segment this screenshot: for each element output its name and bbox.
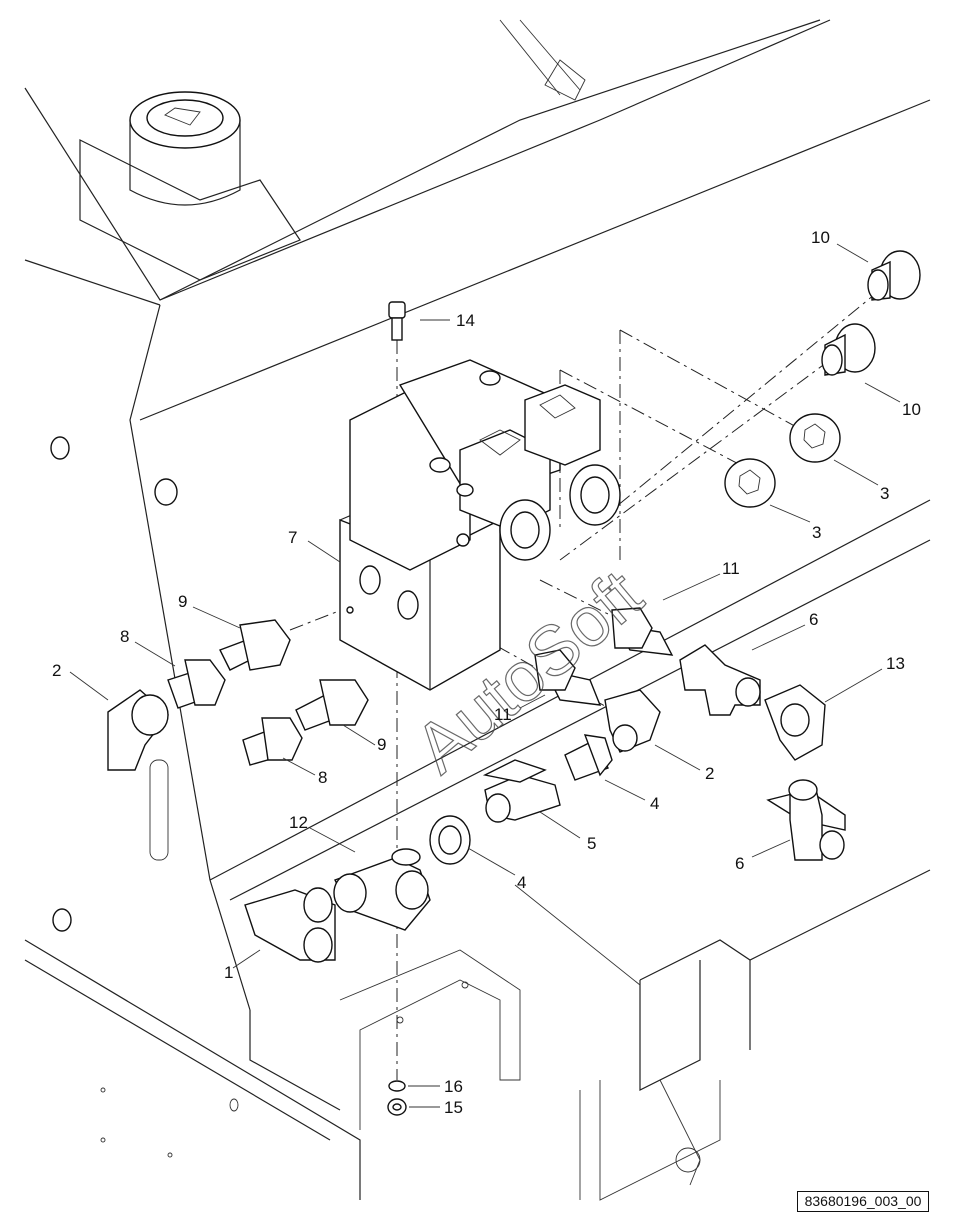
callout-7: 7 xyxy=(288,528,297,547)
callout-labels: 10 14 10 3 3 7 9 11 8 6 2 13 11 9 8 2 4 … xyxy=(52,228,921,1117)
elbow-2-right xyxy=(604,689,661,753)
callout-3: 3 xyxy=(812,523,821,542)
callout-16: 16 xyxy=(444,1077,463,1096)
elbow-2-left xyxy=(107,689,169,771)
callout-1: 1 xyxy=(224,963,233,982)
fitting-9-upper xyxy=(219,619,291,671)
callout-4: 4 xyxy=(517,873,526,892)
callout-15: 15 xyxy=(444,1098,463,1117)
callout-6: 6 xyxy=(809,610,818,629)
callout-5: 5 xyxy=(587,834,596,853)
valve-1 xyxy=(244,887,336,963)
frame-holes xyxy=(50,436,239,1158)
callout-14: 14 xyxy=(456,311,475,330)
callout-11: 11 xyxy=(494,705,512,724)
fitting-11-right xyxy=(611,607,674,656)
callout-13: 13 xyxy=(886,654,905,673)
tee-6-lower xyxy=(766,779,846,861)
tank-filler-neck xyxy=(79,91,301,281)
screw-14 xyxy=(388,301,406,341)
fitting-8-upper xyxy=(167,659,226,709)
drawing-code-label: 83680196_003_00 xyxy=(797,1191,929,1212)
tee-12 xyxy=(333,848,431,931)
callout-8: 8 xyxy=(318,768,327,787)
plug-10-lower xyxy=(821,323,876,376)
plug-10-upper xyxy=(867,250,921,301)
callout-2: 2 xyxy=(52,661,61,680)
callout-2: 2 xyxy=(705,764,714,783)
fitting-4-upper xyxy=(564,734,613,781)
fitting-8-lower xyxy=(242,717,303,766)
plug-3-left xyxy=(724,458,776,508)
fitting-11-left xyxy=(534,649,602,706)
callout-12: 12 xyxy=(289,813,308,832)
leader-lines xyxy=(69,243,901,1108)
callout-9: 9 xyxy=(377,735,386,754)
tee-6-upper xyxy=(679,644,761,716)
plug-3-right xyxy=(789,413,841,463)
callout-8: 8 xyxy=(120,627,129,646)
solenoid-valves xyxy=(349,359,621,571)
callout-10: 10 xyxy=(811,228,830,247)
nut-15 xyxy=(387,1098,407,1116)
fitting-9-lower xyxy=(295,679,369,731)
callout-6: 6 xyxy=(735,854,744,873)
washer-16 xyxy=(388,1080,406,1092)
callout-3: 3 xyxy=(880,484,889,503)
callout-4: 4 xyxy=(650,794,659,813)
fitting-4-lower xyxy=(429,815,471,865)
callout-9: 9 xyxy=(178,592,187,611)
callout-10: 10 xyxy=(902,400,921,419)
ball-valve-5 xyxy=(482,759,561,823)
elbow-13 xyxy=(764,684,826,761)
callout-11: 11 xyxy=(722,559,740,578)
